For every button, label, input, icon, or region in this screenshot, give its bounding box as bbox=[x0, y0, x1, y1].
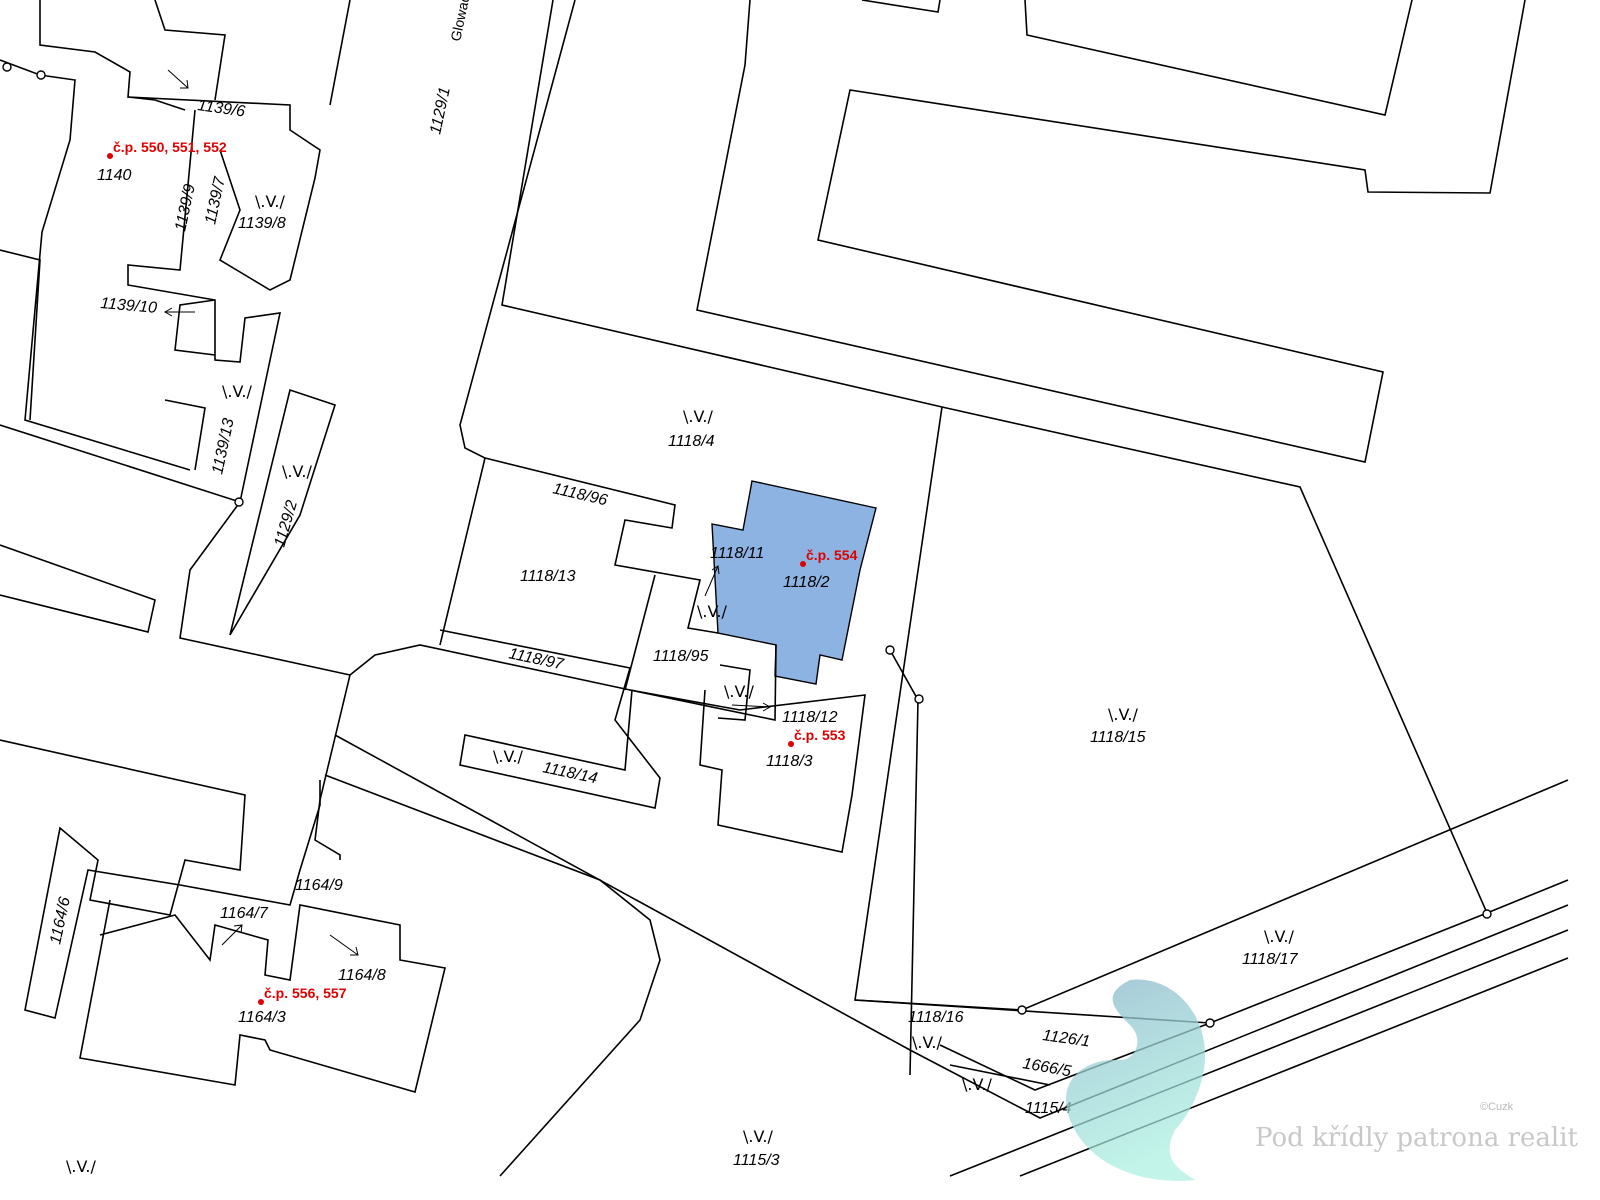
parcel-label: 1164/8 bbox=[338, 967, 386, 984]
grass-symbol-icon: \.V./ bbox=[282, 462, 312, 481]
parcel-label: 1139/6 bbox=[196, 97, 246, 120]
grass-symbol-icon: \.V./ bbox=[493, 747, 523, 766]
house-number-label: č.p. 550, 551, 552 bbox=[113, 139, 227, 155]
parcel-label: 1118/13 bbox=[520, 568, 576, 585]
grass-symbol-icon: \.V./ bbox=[962, 1075, 992, 1094]
house-number-label: č.p. 553 bbox=[794, 727, 846, 743]
arrows bbox=[163, 69, 772, 956]
house-numbers: č.p. 550, 551, 552 č.p. 554 č.p. 553 č.p… bbox=[107, 139, 858, 1005]
parcel-label: 1139/9 bbox=[172, 182, 199, 232]
parcel-label: 1118/96 bbox=[551, 480, 609, 509]
parcel-label: 1164/9 bbox=[295, 877, 343, 894]
copyright-text: ©Cuzk bbox=[1480, 1101, 1514, 1113]
grass-symbol-icon: \.V./ bbox=[724, 682, 754, 701]
house-number-label: č.p. 556, 557 bbox=[264, 985, 347, 1001]
grass-symbol-icon: \.V./ bbox=[1108, 705, 1138, 724]
grass-symbol-icon: \.V./ bbox=[743, 1127, 773, 1146]
parcel-label: 1118/12 bbox=[782, 709, 838, 726]
grass-symbol-icon: \.V./ bbox=[66, 1157, 96, 1176]
grass-symbol-icon: \.V./ bbox=[683, 407, 713, 426]
parcel-label: 1118/17 bbox=[1242, 951, 1299, 968]
parcel-label: 1118/15 bbox=[1090, 729, 1146, 746]
parcel-label: 1164/6 bbox=[47, 895, 74, 945]
parcel-label: 1118/95 bbox=[653, 648, 709, 665]
parcel-label: 1164/7 bbox=[220, 905, 269, 922]
parcel-label: 1115/4 bbox=[1025, 1100, 1072, 1117]
grass-symbols: \.V./ \.V./ \.V./ \.V./ \.V./ \.V./ \.V.… bbox=[66, 192, 1294, 1176]
parcel-label: 1118/3 bbox=[766, 753, 813, 770]
grass-symbol-icon: \.V./ bbox=[1264, 927, 1294, 946]
parcel-label: 1118/16 bbox=[908, 1009, 964, 1026]
watermark-text: Pod křídly patrona realit bbox=[1255, 1123, 1579, 1153]
parcel-label: 1115/3 bbox=[733, 1152, 780, 1169]
parcel-label: 1118/14 bbox=[541, 759, 599, 787]
parcel-label: 1129/2 bbox=[272, 498, 302, 549]
parcel-label: 1118/11 bbox=[710, 545, 764, 562]
grass-symbol-icon: \.V./ bbox=[255, 192, 285, 211]
house-number-label: č.p. 554 bbox=[806, 547, 858, 563]
parcel-label: 1126/1 bbox=[1041, 1027, 1091, 1050]
parcel-label: 1666/5 bbox=[1021, 1055, 1072, 1080]
survey-points bbox=[2, 62, 1492, 1028]
parcel-label: 1164/3 bbox=[238, 1009, 286, 1026]
parcel-boundaries bbox=[0, 0, 1569, 1177]
parcel-label: 1140 bbox=[97, 167, 132, 184]
watermark-logo-icon bbox=[1066, 979, 1205, 1181]
grass-symbol-icon: \.V./ bbox=[912, 1033, 942, 1052]
street-label: Glowac bbox=[447, 0, 472, 43]
grass-symbol-icon: \.V./ bbox=[222, 382, 252, 401]
parcel-label: 1118/2 bbox=[783, 574, 830, 591]
parcel-labels: 1139/6 1140 1139/9 1139/7 1139/8 1139/10… bbox=[47, 0, 1298, 1169]
highlighted-parcel-1118-2[interactable] bbox=[711, 480, 877, 685]
parcel-label: 1139/10 bbox=[100, 295, 158, 317]
grass-symbol-icon: \.V./ bbox=[697, 602, 727, 621]
parcel-label: 1139/8 bbox=[238, 215, 286, 232]
parcel-label: 1129/1 bbox=[427, 86, 454, 136]
parcel-label: 1118/4 bbox=[668, 433, 715, 450]
parcel-label: 1139/13 bbox=[209, 417, 237, 476]
parcel-label: 1139/7 bbox=[202, 175, 229, 226]
